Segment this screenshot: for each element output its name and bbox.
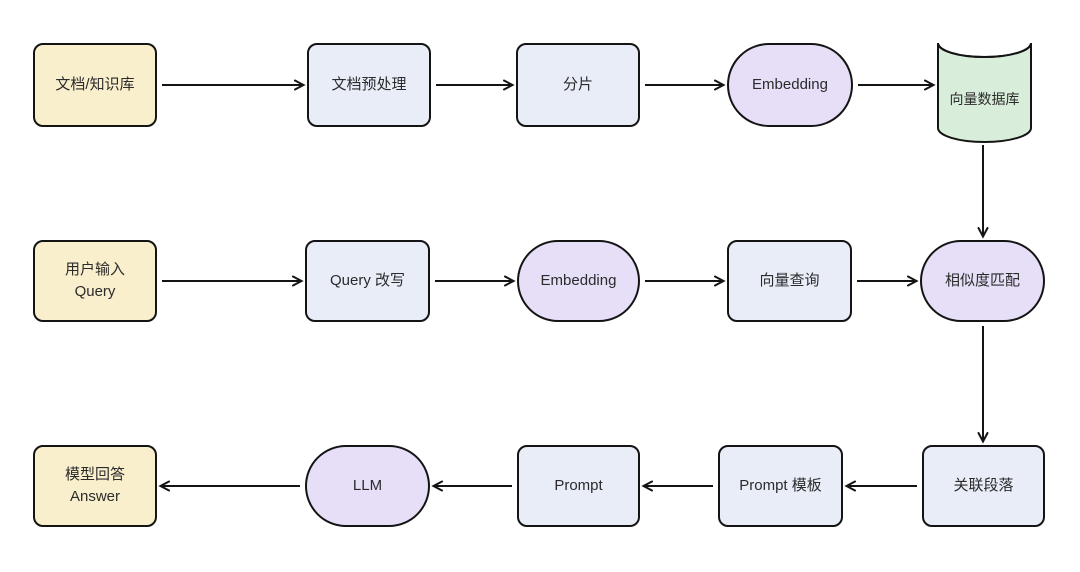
- node-prompt: Prompt: [517, 445, 640, 527]
- node-label: Embedding: [752, 76, 828, 93]
- node-label: 文档预处理: [331, 76, 407, 93]
- node-label: Prompt 模板: [739, 477, 822, 494]
- node-vector-search: 向量查询: [727, 240, 852, 322]
- node-label: 向量数据库: [949, 90, 1020, 107]
- node-label: Prompt: [554, 477, 603, 494]
- cylinder-rim-vector-db: [937, 42, 1032, 58]
- node-docs: 文档/知识库: [33, 43, 157, 127]
- node-label: 向量查询: [759, 272, 820, 289]
- node-embedding-1: Embedding: [727, 43, 853, 127]
- node-similarity: 相似度匹配: [920, 240, 1045, 322]
- node-embedding-2: Embedding: [517, 240, 640, 322]
- node-split: 分片: [516, 43, 640, 127]
- node-label: 文档/知识库: [55, 76, 135, 93]
- node-label: LLM: [352, 477, 383, 494]
- node-user-query: 用户输入 Query: [33, 240, 157, 322]
- node-llm: LLM: [305, 445, 430, 527]
- node-preprocess: 文档预处理: [307, 43, 431, 127]
- cylinder-shapes: [937, 42, 1032, 143]
- node-label: Answer: [69, 488, 121, 505]
- edges-layer: [158, 79, 989, 492]
- node-label: 模型回答: [64, 466, 125, 483]
- node-related-passages: 关联段落: [922, 445, 1045, 527]
- node-query-rewrite: Query 改写: [305, 240, 430, 322]
- node-label: 用户输入: [64, 261, 125, 278]
- node-label: 分片: [562, 76, 593, 93]
- node-answer: 模型回答 Answer: [33, 445, 157, 527]
- node-label: Query 改写: [329, 272, 405, 289]
- node-vector-db: 向量数据库: [937, 56, 1032, 141]
- node-label: Embedding: [540, 272, 617, 289]
- node-label: 相似度匹配: [944, 272, 1020, 289]
- node-label: 关联段落: [953, 477, 1014, 494]
- node-prompt-template: Prompt 模板: [718, 445, 843, 527]
- node-label: Query: [74, 283, 116, 300]
